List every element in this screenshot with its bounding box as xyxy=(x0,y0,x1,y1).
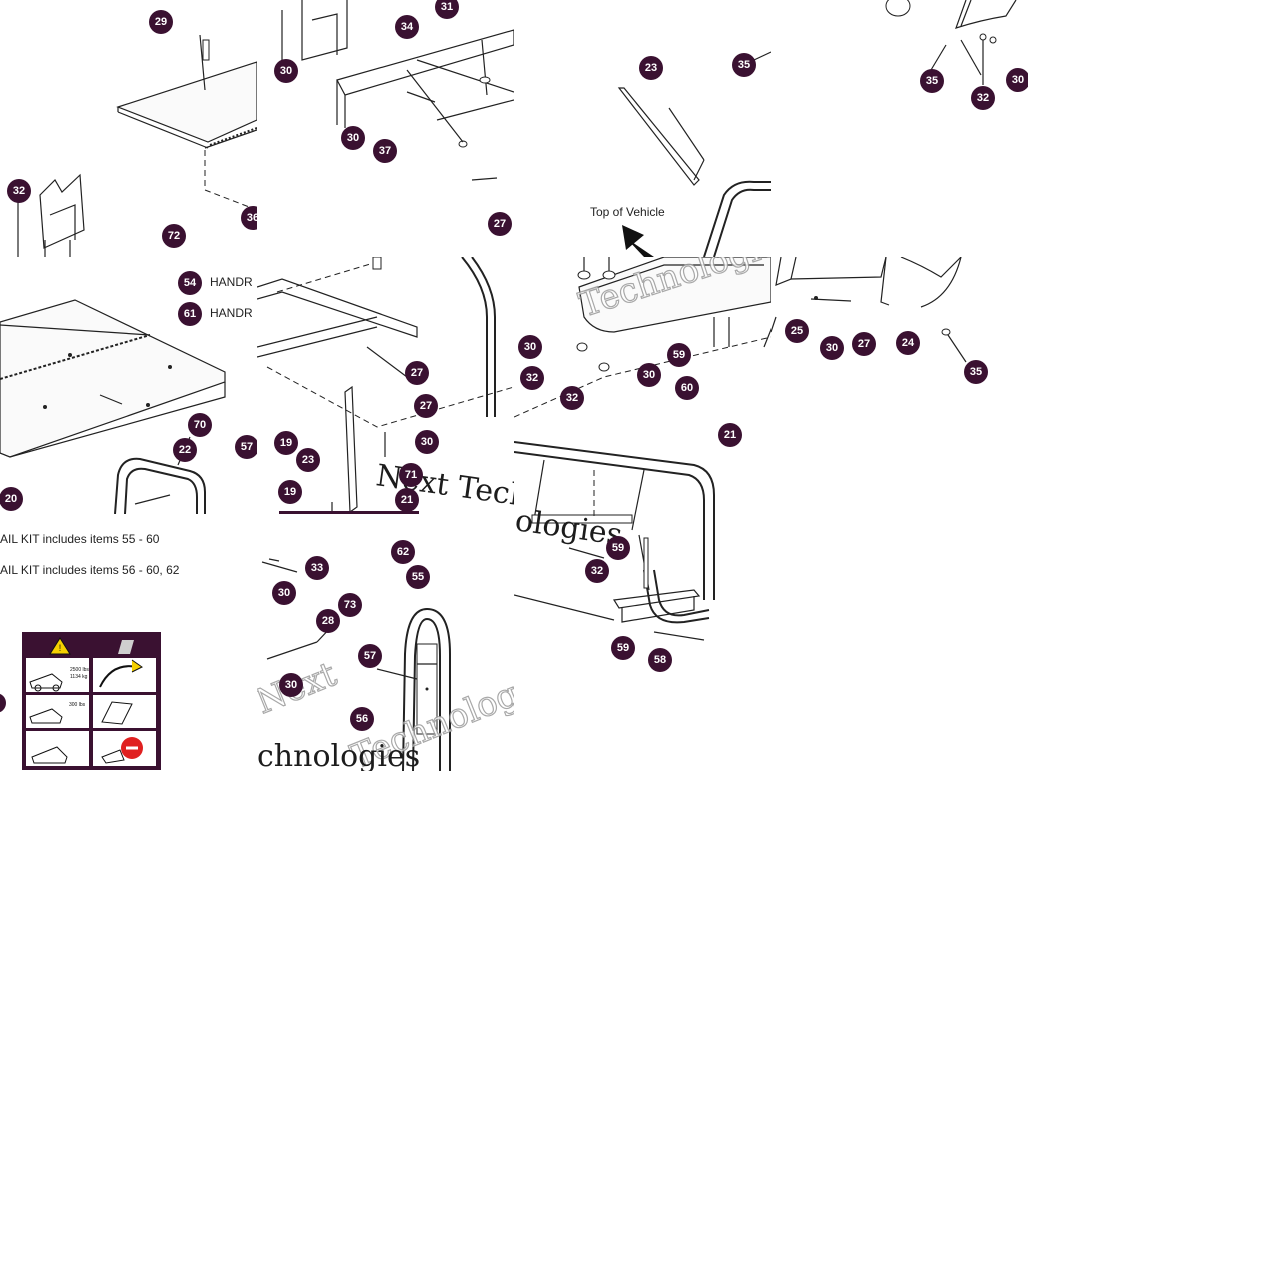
decal-weight-1b: 1134 kg xyxy=(70,674,88,680)
svg-text:71: 71 xyxy=(405,469,417,481)
svg-text:55: 55 xyxy=(412,571,424,583)
svg-text:37: 37 xyxy=(379,145,391,157)
svg-text:23: 23 xyxy=(645,62,657,74)
svg-text:57: 57 xyxy=(364,650,376,662)
svg-text:30: 30 xyxy=(347,132,359,144)
svg-text:33: 33 xyxy=(311,562,323,574)
top-of-vehicle-label: Top of Vehicle xyxy=(590,205,665,219)
svg-text:19: 19 xyxy=(280,437,292,449)
svg-text:35: 35 xyxy=(970,366,982,378)
svg-text:59: 59 xyxy=(612,542,624,554)
svg-text:30: 30 xyxy=(278,587,290,599)
svg-text:34: 34 xyxy=(401,21,414,33)
tile-mid-center: Next Tech 27 27 30 19 23 19 71 21 xyxy=(257,257,514,514)
decal-weight-2: 300 lbs xyxy=(69,702,86,708)
svg-text:35: 35 xyxy=(926,75,938,87)
svg-text:32: 32 xyxy=(566,392,578,404)
svg-text:23: 23 xyxy=(302,454,314,466)
svg-text:56: 56 xyxy=(356,713,368,725)
svg-text:27: 27 xyxy=(494,218,506,230)
tile-mid-right: Technologies 30 32 30 32 59 60 xyxy=(514,257,771,514)
svg-text:61: 61 xyxy=(184,308,196,320)
svg-text:62: 62 xyxy=(397,546,409,558)
svg-text:59: 59 xyxy=(617,642,629,654)
svg-text:29: 29 xyxy=(155,16,167,28)
watermark-technologies: Technologies xyxy=(574,257,771,326)
svg-text:57: 57 xyxy=(241,441,253,453)
svg-text:32: 32 xyxy=(977,92,989,104)
handrail-label-54: HANDR xyxy=(210,275,253,289)
svg-text:21: 21 xyxy=(724,429,736,441)
rail-kit-note-2: AIL KIT includes items 56 - 60, 62 xyxy=(0,563,180,577)
svg-text:32: 32 xyxy=(591,565,603,577)
svg-text:31: 31 xyxy=(441,1,453,13)
rail-kit-note-1: AIL KIT includes items 55 - 60 xyxy=(0,532,160,546)
decal-weight-1: 2500 lbs xyxy=(70,667,89,673)
svg-text:27: 27 xyxy=(858,338,870,350)
svg-text:21: 21 xyxy=(401,494,413,506)
svg-text:!: ! xyxy=(59,643,62,653)
svg-text:27: 27 xyxy=(420,400,432,412)
tile-mid-left: HANDR HANDR 54 61 70 22 57 20 xyxy=(0,257,257,514)
warning-decal: ! 2500 lbs xyxy=(22,632,161,770)
svg-text:24: 24 xyxy=(902,337,915,349)
tile-lower-center: Next Technologies chnologies 33 30 62 55… xyxy=(257,514,514,771)
svg-text:30: 30 xyxy=(826,342,838,354)
svg-text:32: 32 xyxy=(13,185,25,197)
svg-text:30: 30 xyxy=(524,341,536,353)
svg-text:27: 27 xyxy=(411,367,423,379)
svg-text:30: 30 xyxy=(280,65,292,77)
tile-lower-left: AIL KIT includes items 55 - 60 AIL KIT i… xyxy=(0,514,257,771)
svg-text:36: 36 xyxy=(247,212,257,224)
svg-text:32: 32 xyxy=(526,372,538,384)
svg-text:60: 60 xyxy=(681,382,693,394)
tile-mid-far-right: 25 30 27 24 35 xyxy=(771,257,1028,514)
svg-text:25: 25 xyxy=(791,325,803,337)
svg-text:54: 54 xyxy=(184,277,197,289)
tile-top-mid: 31 34 30 30 37 27 xyxy=(257,0,514,257)
svg-text:20: 20 xyxy=(5,493,17,505)
svg-text:73: 73 xyxy=(344,599,356,611)
svg-text:30: 30 xyxy=(285,679,297,691)
svg-text:19: 19 xyxy=(284,486,296,498)
svg-text:58: 58 xyxy=(654,654,666,666)
svg-text:22: 22 xyxy=(179,444,191,456)
handrail-label-61: HANDR xyxy=(210,306,253,320)
tile-top-right-2: 35 32 30 xyxy=(771,0,1028,257)
svg-text:30: 30 xyxy=(1012,74,1024,86)
tile-top-right-1: Top of Vehicle 23 35 xyxy=(514,0,771,257)
svg-text:28: 28 xyxy=(322,615,334,627)
svg-text:30: 30 xyxy=(643,369,655,381)
svg-text:59: 59 xyxy=(673,349,685,361)
svg-text:35: 35 xyxy=(738,59,750,71)
tile-lower-right: ologies 21 59 32 59 58 xyxy=(514,420,771,677)
svg-text:72: 72 xyxy=(168,230,180,242)
svg-text:30: 30 xyxy=(421,436,433,448)
tile-top-left: 29 32 72 36 xyxy=(0,0,257,257)
svg-text:70: 70 xyxy=(194,419,206,431)
watermark-chnologies: chnologies xyxy=(257,739,420,771)
